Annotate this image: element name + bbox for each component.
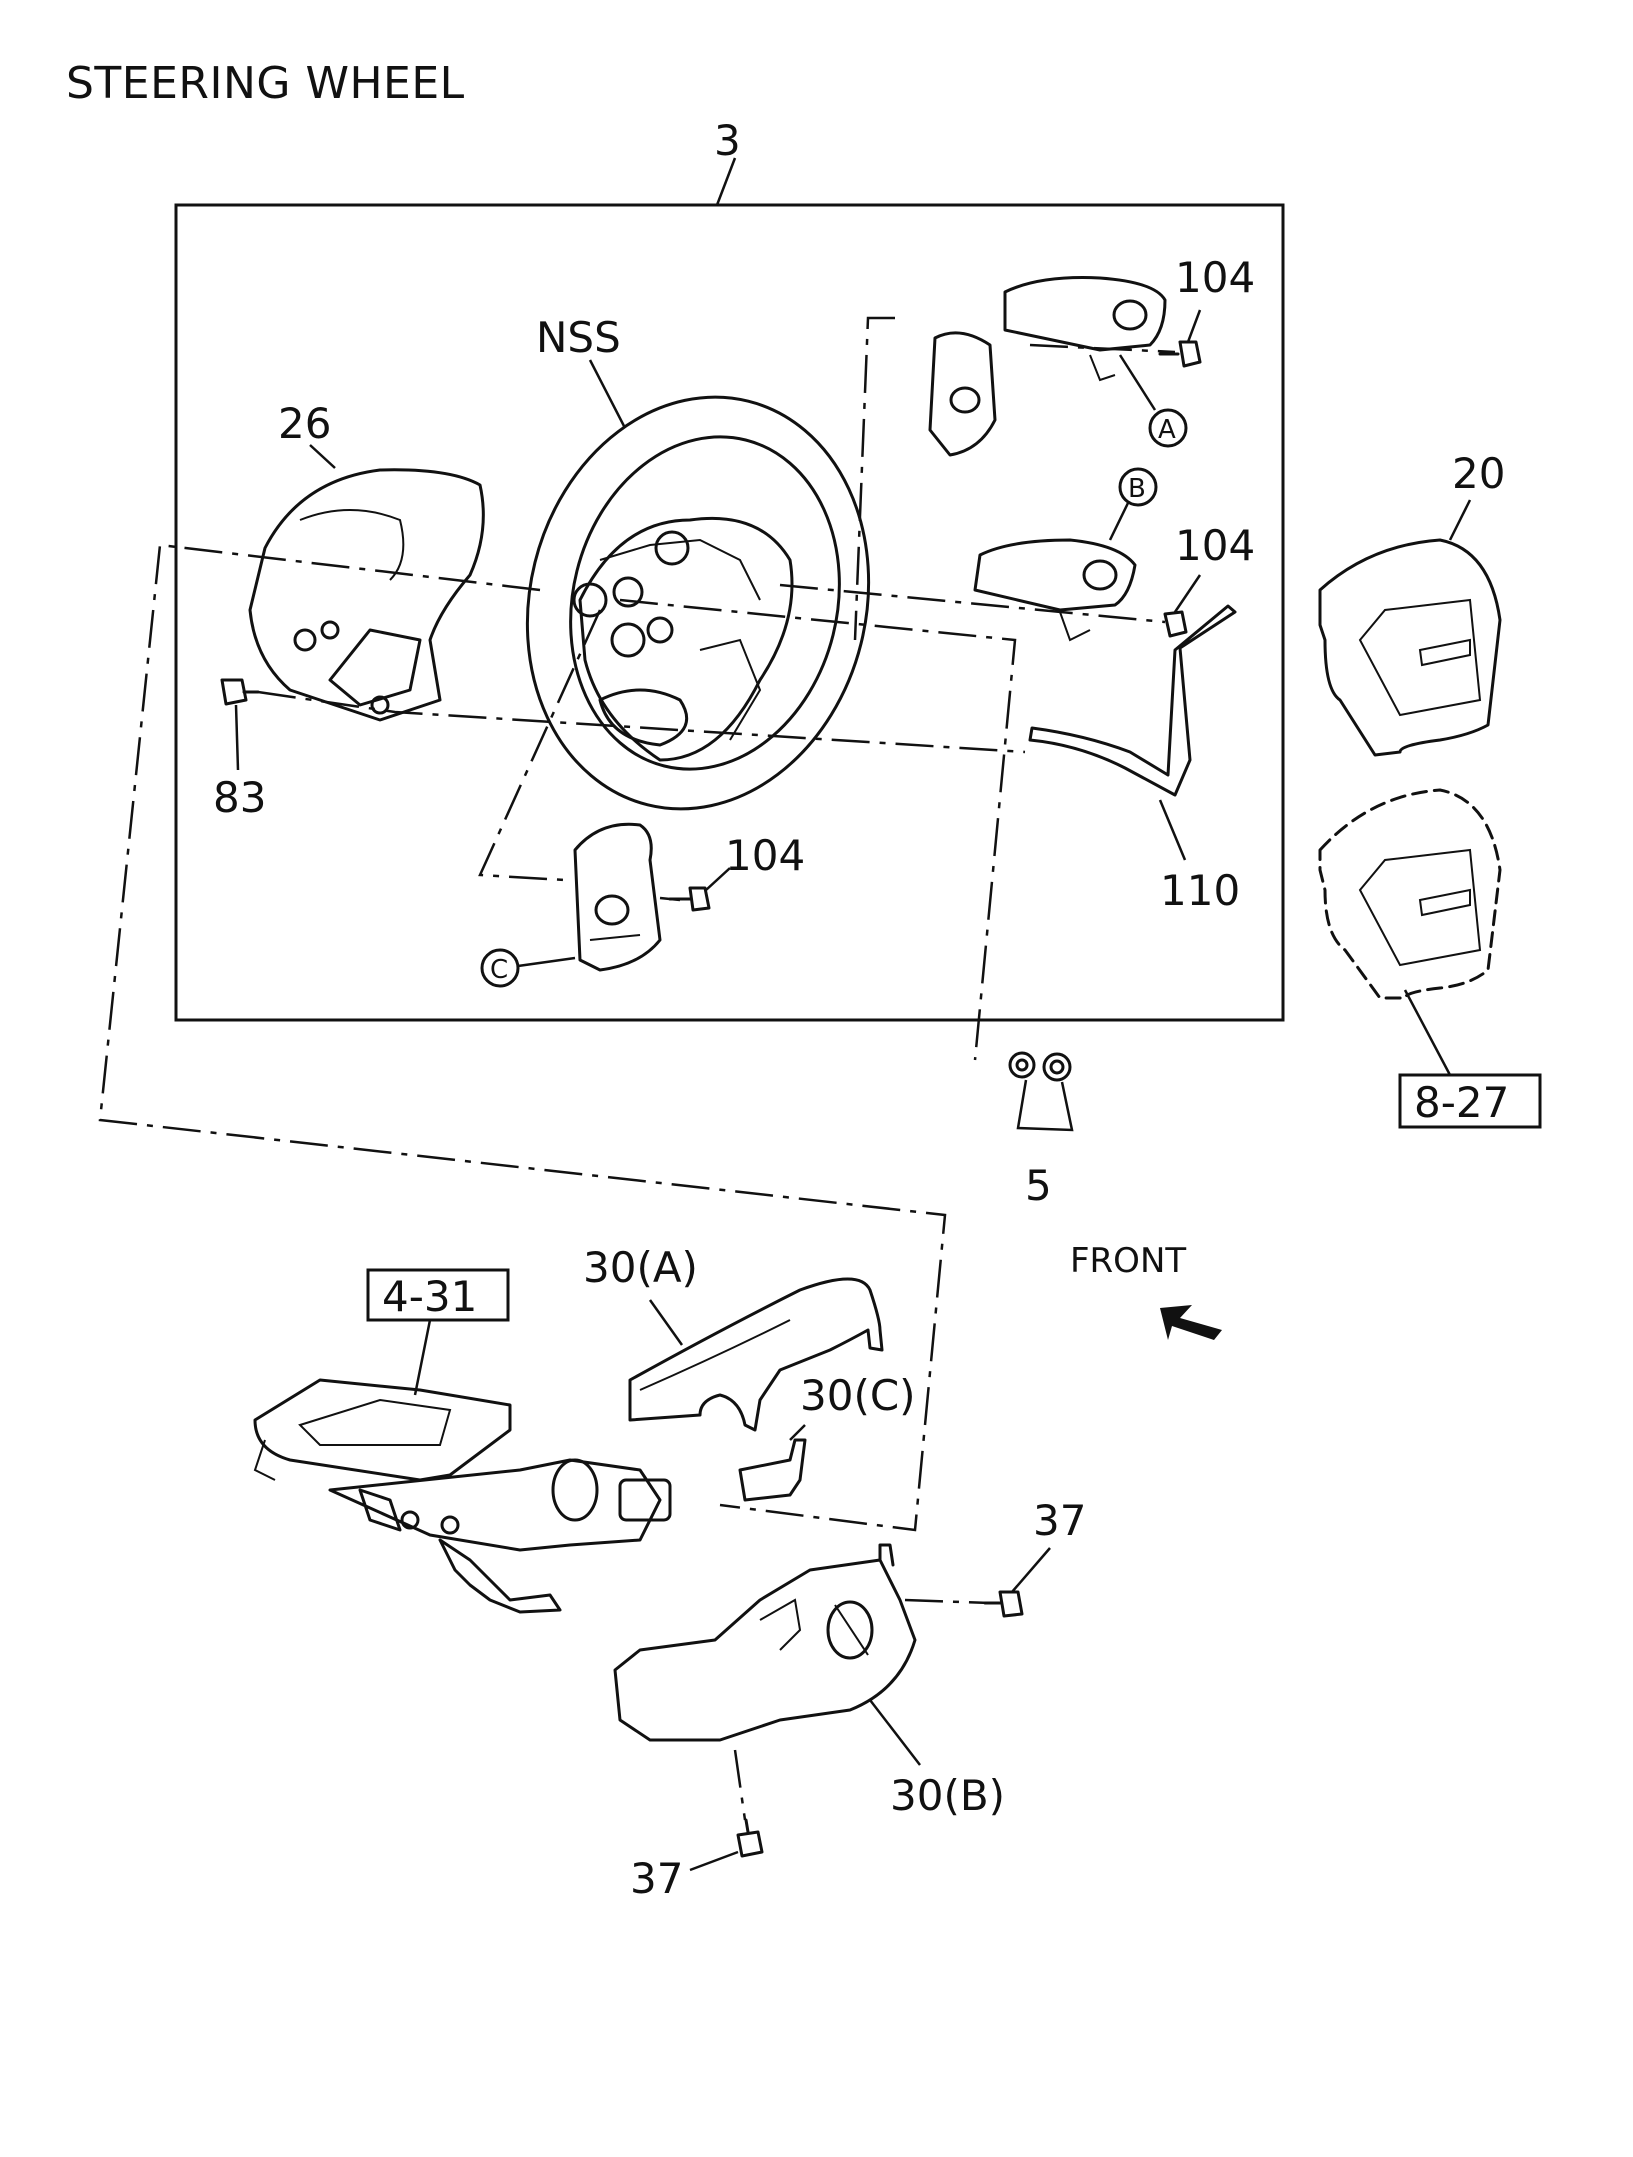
screw-104-c xyxy=(668,886,711,912)
label-37-bottom: 37 xyxy=(630,1854,683,1903)
callout-a xyxy=(1148,408,1188,448)
trim-110 xyxy=(1028,604,1237,797)
lower-cover-30b xyxy=(613,1543,917,1742)
label-104-c: 104 xyxy=(725,831,805,880)
label-8-27: 8-27 xyxy=(1414,1078,1509,1127)
label-30b: 30(B) xyxy=(890,1771,1005,1820)
label-20: 20 xyxy=(1452,449,1505,498)
bracket-30c xyxy=(738,1438,807,1502)
label-front: FRONT xyxy=(1070,1241,1186,1281)
label-3: 3 xyxy=(714,116,741,165)
label-30c: 30(C) xyxy=(800,1371,916,1420)
callout-c xyxy=(480,948,520,988)
callout-b-letter: B xyxy=(1128,474,1146,504)
rear-cover-26 xyxy=(248,468,485,722)
label-30a: 30(A) xyxy=(583,1243,698,1292)
switch-a xyxy=(928,276,1167,457)
callout-b xyxy=(1118,467,1158,507)
label-110: 110 xyxy=(1160,866,1240,915)
screw-37-right xyxy=(983,1590,1024,1618)
callout-a-letter: A xyxy=(1158,415,1176,445)
screw-104-b xyxy=(1163,610,1188,638)
label-83: 83 xyxy=(213,773,266,822)
ref-box-8-27 xyxy=(1398,1073,1542,1129)
callout-c-letter: C xyxy=(490,955,508,985)
assembly-frame xyxy=(174,203,1285,1022)
reference-8-27-cover xyxy=(1318,788,1502,1000)
bolt-83 xyxy=(220,678,260,706)
label-5: 5 xyxy=(1025,1161,1052,1210)
label-104-a: 104 xyxy=(1175,253,1255,302)
ref-box-4-31 xyxy=(366,1268,510,1322)
page-title: STEERING WHEEL xyxy=(66,58,465,109)
label-37-right: 37 xyxy=(1033,1496,1086,1545)
screw-37-bottom xyxy=(736,1818,764,1858)
upper-cover-30a xyxy=(628,1277,884,1432)
screw-104-a xyxy=(1158,340,1202,368)
steering-column xyxy=(253,1378,672,1614)
switch-c xyxy=(573,822,662,972)
label-4-31: 4-31 xyxy=(382,1272,477,1321)
label-104-b: 104 xyxy=(1175,521,1255,570)
front-arrow-icon xyxy=(1160,1305,1222,1340)
label-nss: NSS xyxy=(536,313,621,362)
cover-20 xyxy=(1318,538,1502,757)
steering-wheel xyxy=(525,395,871,811)
label-26: 26 xyxy=(278,399,331,448)
nut-5 xyxy=(1008,1051,1072,1082)
switch-b xyxy=(973,538,1137,642)
